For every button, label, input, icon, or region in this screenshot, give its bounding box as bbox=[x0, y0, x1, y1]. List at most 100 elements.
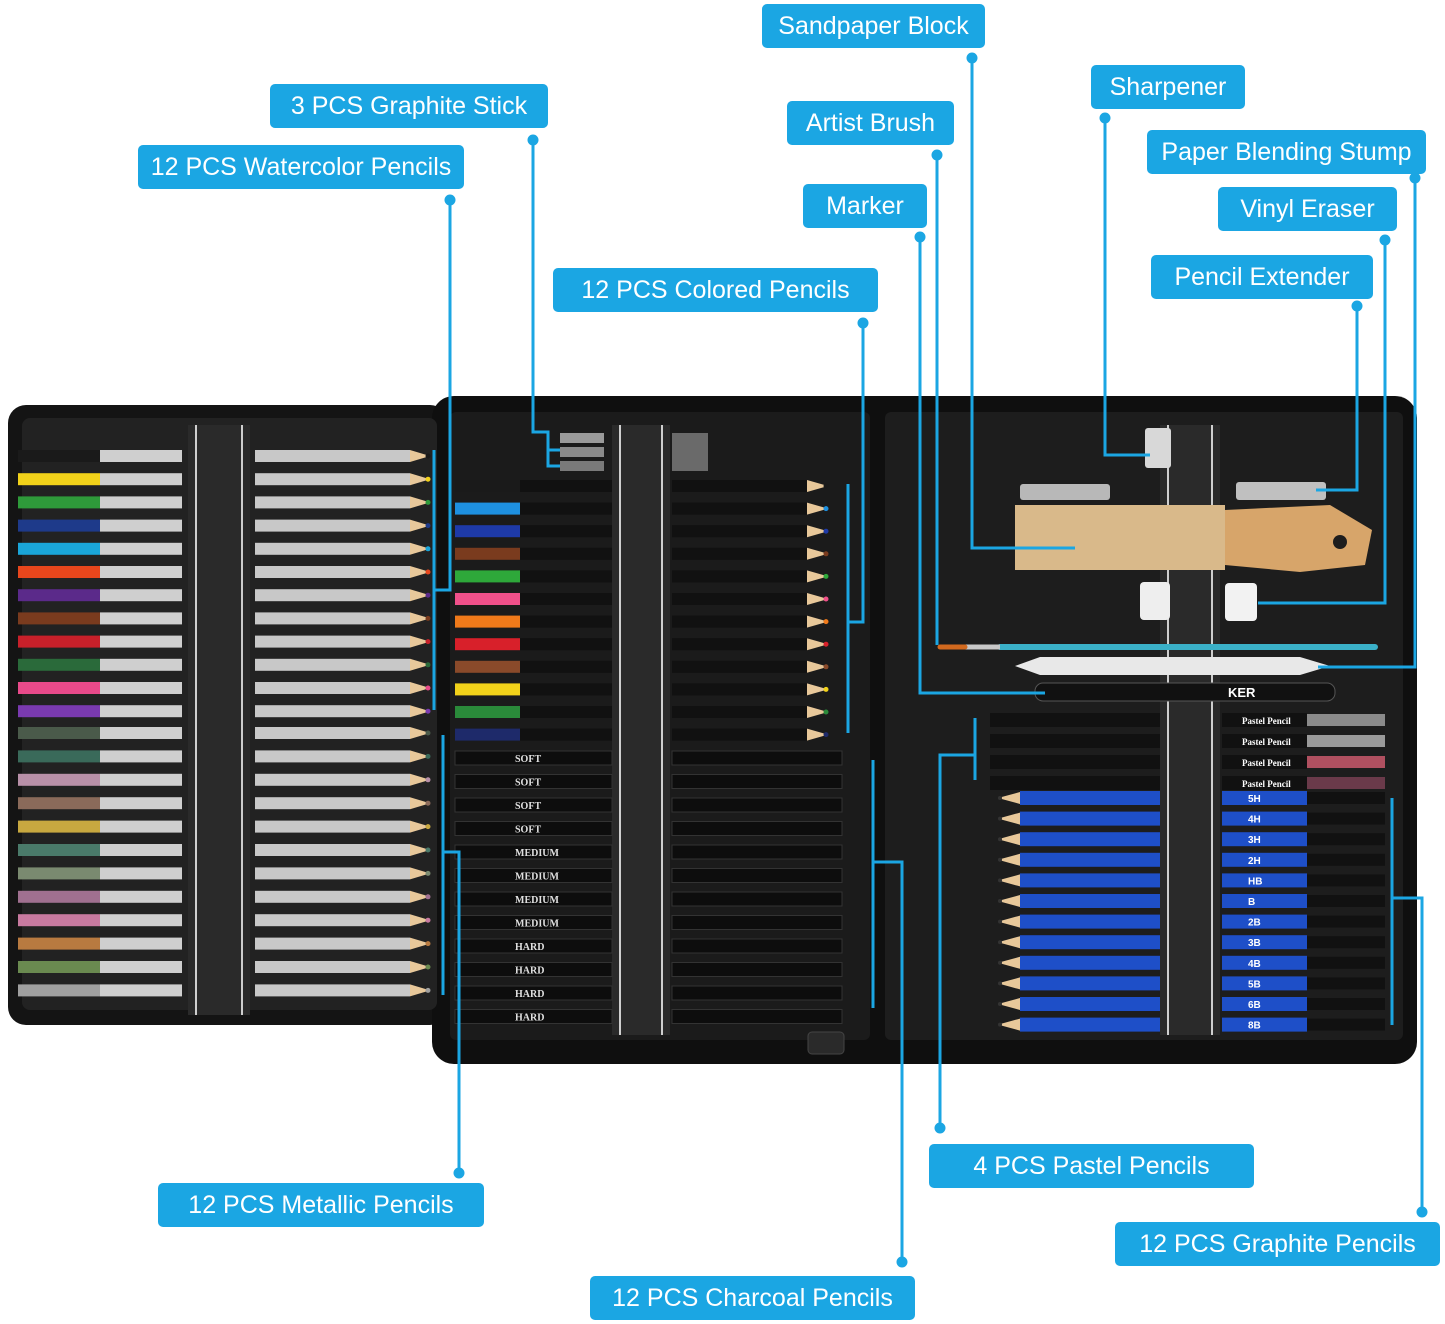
graphite-pencil-body bbox=[1222, 894, 1307, 908]
colored-pencil bbox=[455, 638, 520, 651]
leader-dot bbox=[966, 52, 978, 64]
leader-dot bbox=[444, 194, 456, 206]
pastel-pencil-label: Pastel Pencil bbox=[1242, 779, 1291, 789]
colored-pencil bbox=[455, 683, 520, 696]
graphite-pencil bbox=[1020, 935, 1160, 950]
charcoal-pencil bbox=[454, 797, 613, 813]
metallic-pencil-body bbox=[255, 914, 410, 927]
label-graphite-stick: 3 PCS Graphite Stick bbox=[270, 84, 548, 128]
charcoal-pencil-body bbox=[671, 962, 843, 977]
graphite-pencil bbox=[1020, 894, 1160, 908]
leader-lines bbox=[432, 52, 1428, 1268]
graphite-pencil bbox=[1020, 997, 1160, 1011]
charcoal-pencil bbox=[454, 962, 613, 977]
watercolor-pencil bbox=[18, 682, 100, 694]
metallic-pencil bbox=[18, 984, 100, 997]
graphite-pencil-end bbox=[1307, 853, 1385, 866]
label-watercolor-pencils: 12 PCS Watercolor Pencils bbox=[138, 145, 464, 189]
colored-pencil-body bbox=[520, 706, 612, 718]
graphite-pencil-body bbox=[1222, 955, 1307, 970]
charcoal-pencil-label: SOFT bbox=[515, 801, 541, 812]
colored-pencil-body bbox=[520, 683, 612, 696]
graphite-pencil-tip bbox=[998, 833, 1020, 846]
colored-pencil-lead bbox=[823, 596, 829, 602]
pastel-pencil-color-end bbox=[1307, 756, 1385, 768]
metallic-pencil-tip bbox=[410, 773, 430, 786]
metallic-pencil-lead bbox=[425, 870, 431, 876]
graphite-pencil-tip bbox=[998, 895, 1020, 907]
graphite-pencil-tip bbox=[998, 812, 1020, 825]
graphite-pencil-lead bbox=[998, 919, 1002, 924]
charcoal-pencil-labels: SOFTSOFTSOFTSOFTMEDIUMMEDIUMMEDIUMMEDIUM… bbox=[515, 754, 559, 1024]
metallic-pencils bbox=[18, 727, 431, 997]
colored-pencil-body bbox=[672, 547, 807, 560]
charcoal-pencil-label: HARD bbox=[515, 989, 544, 1000]
colored-pencil-tip bbox=[807, 480, 828, 492]
watercolor-pencil-body bbox=[255, 682, 410, 694]
colored-pencil bbox=[455, 593, 520, 605]
watercolor-pencil-silver-band bbox=[100, 496, 182, 509]
pastel-pencil-label: Pastel Pencil bbox=[1242, 737, 1291, 747]
colored-pencil-body bbox=[672, 615, 807, 628]
watercolor-pencil-silver-band bbox=[100, 682, 182, 694]
pastel-pencil-label: Pastel Pencil bbox=[1242, 758, 1291, 768]
graphite-pencil-end bbox=[1307, 956, 1385, 969]
pastel-pencil-body bbox=[1222, 755, 1307, 769]
watercolor-pencil-lead bbox=[425, 662, 431, 668]
colored-pencil-tip bbox=[807, 660, 828, 673]
watercolor-pencil-lead bbox=[425, 592, 431, 598]
graphite-pencil-lead bbox=[998, 960, 1002, 965]
graphite-pencil-tip bbox=[998, 1018, 1020, 1031]
metallic-pencil-body bbox=[255, 890, 410, 903]
graphite-sticks bbox=[560, 433, 708, 471]
metallic-pencil bbox=[18, 890, 100, 903]
watercolor-pencil bbox=[18, 496, 100, 509]
metallic-pencil-silver-band bbox=[100, 961, 182, 973]
graphite-pencil-lead bbox=[998, 878, 1002, 883]
graphite-pencil-tip bbox=[998, 977, 1020, 990]
colored-pencil-tip bbox=[807, 706, 828, 718]
metallic-pencil-body bbox=[255, 820, 410, 833]
sandpaper-handle bbox=[1225, 505, 1372, 572]
colored-pencil-body bbox=[672, 683, 807, 696]
label-graphite-pencils: 12 PCS Graphite Pencils bbox=[1115, 1222, 1440, 1266]
graphite-pencil-end bbox=[1307, 833, 1385, 846]
colored-pencil bbox=[455, 547, 520, 560]
watercolor-pencil bbox=[18, 519, 100, 532]
graphite-pencil-end bbox=[1307, 874, 1385, 887]
leader-dot bbox=[1099, 112, 1111, 124]
colored-pencil bbox=[455, 525, 520, 538]
watercolor-pencil-body bbox=[255, 496, 410, 509]
watercolor-pencil-body bbox=[255, 589, 410, 602]
watercolor-pencil-silver-band bbox=[100, 519, 182, 532]
colored-pencil-body bbox=[672, 502, 807, 515]
metallic-pencil-silver-band bbox=[100, 773, 182, 786]
leader-dot bbox=[1351, 300, 1363, 312]
charcoal-pencil-body bbox=[671, 774, 843, 789]
watercolor-pencil-lead bbox=[425, 453, 431, 459]
charcoal-pencils bbox=[454, 750, 843, 1024]
graphite-pencil-end bbox=[1307, 915, 1385, 928]
colored-pencil-tip bbox=[807, 615, 828, 628]
graphite-pencil-grade: 5H bbox=[1248, 794, 1261, 805]
colored-pencil bbox=[455, 660, 520, 673]
colored-pencil-lead bbox=[823, 483, 829, 489]
charcoal-pencil bbox=[454, 938, 613, 954]
colored-pencil-body bbox=[520, 570, 612, 583]
charcoal-pencil-label: SOFT bbox=[515, 825, 541, 836]
colored-pencil-body bbox=[520, 547, 612, 560]
graphite-pencil-end bbox=[1307, 977, 1385, 990]
pastel-pencil-body bbox=[1222, 776, 1307, 790]
watercolor-pencil-lead bbox=[425, 523, 431, 529]
pastel-pencil-color-end bbox=[1307, 714, 1385, 726]
graphite-pencil-lead bbox=[998, 1002, 1002, 1006]
colored-pencil bbox=[455, 502, 520, 515]
watercolor-pencil-body bbox=[255, 705, 410, 718]
graphite-pencil-lead bbox=[998, 899, 1002, 903]
metallic-pencil-silver-band bbox=[100, 727, 182, 739]
graphite-pencil-tip bbox=[998, 998, 1020, 1010]
leader-dot bbox=[453, 1167, 465, 1179]
colored-pencil-lead bbox=[823, 506, 829, 512]
